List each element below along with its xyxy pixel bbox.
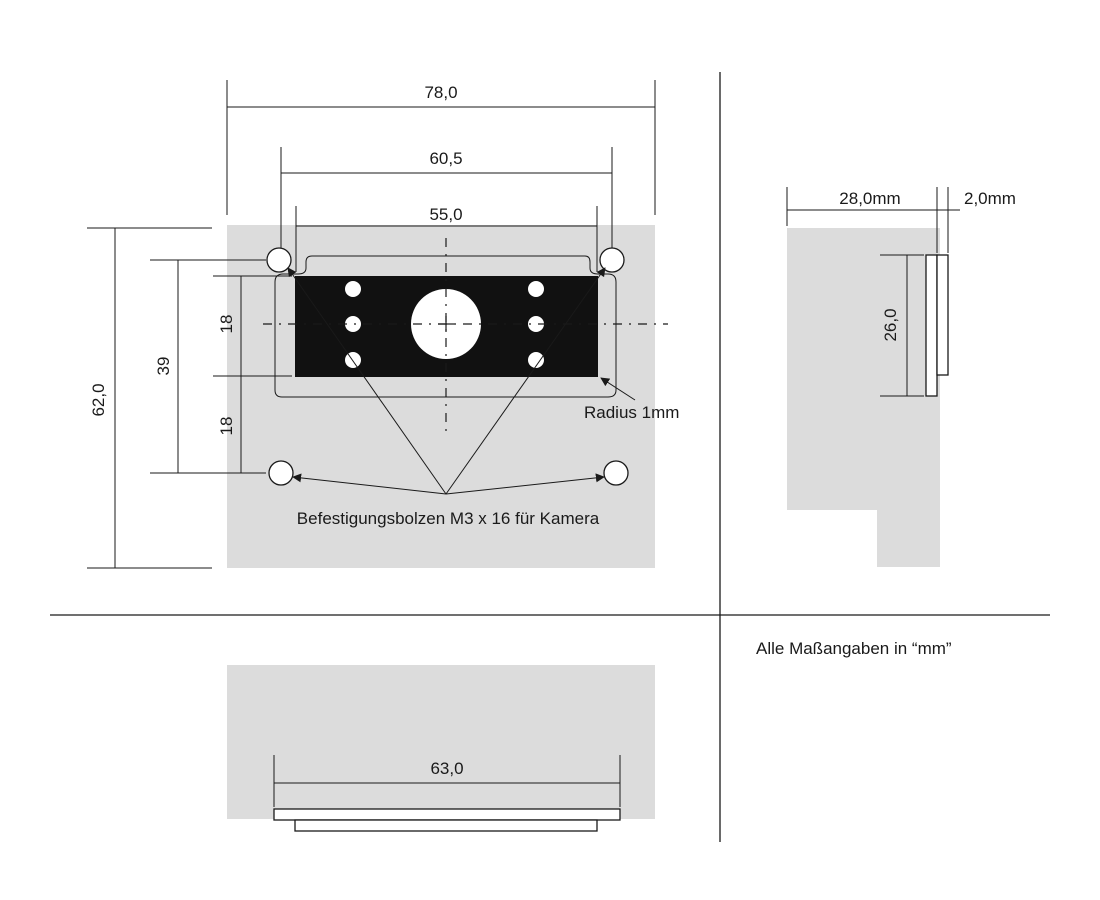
dim-overall-width: 78,0 [424,83,457,102]
front-view: 78,0 60,5 55,0 62,0 39 18 18 Radius 1mm [87,80,679,569]
mounting-hole-top-left [266,247,292,273]
mounting-hole-bottom-left [268,460,294,486]
board-hole [528,352,544,368]
side-board [925,254,938,397]
bottom-plate [227,665,655,819]
bottom-board [273,808,621,821]
board-hole [345,352,361,368]
view-dividers [50,72,1050,842]
board-hole [345,281,361,297]
mounting-hole-bottom-right [603,460,629,486]
board-hole [345,316,361,332]
note-radius: Radius 1mm [584,403,679,422]
side-plate [787,228,940,567]
dim-overall-height: 62,0 [89,383,108,416]
dim-upper-offset: 18 [217,315,236,334]
board-holes [345,281,544,368]
cutout-outline [274,255,617,398]
dim-hole-spacing: 60,5 [429,149,462,168]
dim-thickness: 2,0mm [964,189,1016,208]
general-note: Alle Maßangaben in “mm” [756,639,952,658]
side-view: 28,0mm 2,0mm 26,0 [786,187,1016,567]
bottom-lens-plate [294,819,598,832]
dim-hole-vertical-spacing: 39 [154,357,173,376]
dim-depth: 28,0mm [839,189,900,208]
dim-width: 63,0 [430,759,463,778]
bolt-leader-lines [287,267,606,495]
dim-lower-offset: 18 [217,417,236,436]
mounting-hole-top-right [599,247,625,273]
board-hole [528,281,544,297]
bottom-view: 63,0 [227,665,655,832]
side-lens-plate [936,254,949,376]
dim-cutout-width: 55,0 [429,205,462,224]
dim-height: 26,0 [881,308,900,341]
board-hole [528,316,544,332]
note-bolts: Befestigungsbolzen M3 x 16 für Kamera [297,509,600,528]
